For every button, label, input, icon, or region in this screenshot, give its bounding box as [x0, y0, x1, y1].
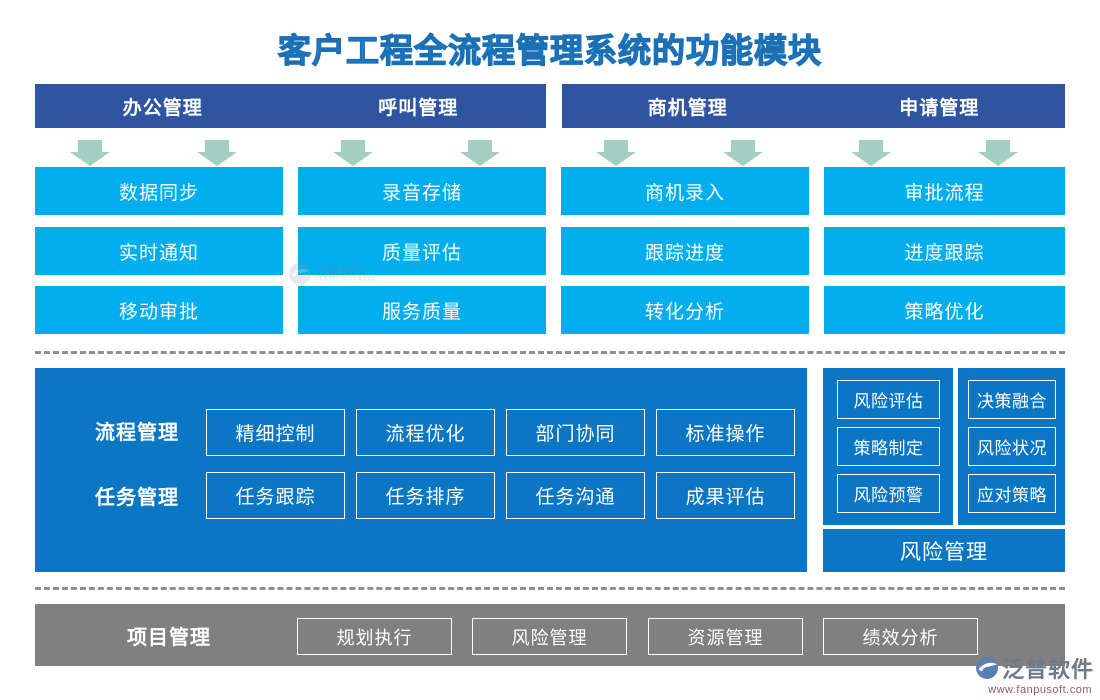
risk-subpanel-a: 风险评估 策略制定 风险预警	[823, 368, 953, 525]
row-label-process: 流程管理	[95, 422, 179, 444]
module-cell-call-2[interactable]: 质量评估	[298, 227, 546, 275]
module-cell-application-3[interactable]: 策略优化	[824, 286, 1065, 334]
risk-box-a3[interactable]: 风险预警	[837, 474, 940, 513]
risk-management-bar[interactable]: 风险管理	[823, 529, 1065, 572]
module-cell-office-2[interactable]: 实时通知	[35, 227, 283, 275]
down-arrow-icon-6	[723, 140, 763, 166]
down-arrow-icon-8	[978, 140, 1018, 166]
risk-subpanel-b: 决策融合 风险状况 应对策略	[958, 368, 1065, 525]
module-cell-call-3[interactable]: 服务质量	[298, 286, 546, 334]
project-box-2[interactable]: 风险管理	[472, 618, 627, 655]
bottom-label-project: 项目管理	[127, 626, 211, 649]
module-cell-application-2[interactable]: 进度跟踪	[824, 227, 1065, 275]
module-cell-application-1[interactable]: 审批流程	[824, 167, 1065, 215]
header-label-office: 办公管理	[122, 97, 203, 119]
process-box-2[interactable]: 流程优化	[356, 409, 495, 456]
down-arrow-icon-2	[197, 140, 237, 166]
group-header-bar-right: 商机管理 申请管理	[562, 84, 1065, 128]
header-label-call: 呼叫管理	[378, 97, 459, 119]
down-arrow-icon-7	[851, 140, 891, 166]
fanpu-swoosh-icon	[975, 657, 998, 679]
header-label-opportunity: 商机管理	[647, 97, 728, 119]
project-box-3[interactable]: 资源管理	[648, 618, 803, 655]
project-management-bar: 项目管理 规划执行 风险管理 资源管理 绩效分析	[35, 604, 1065, 666]
logo-url: www.fanpusoft.com	[988, 684, 1092, 696]
task-box-1[interactable]: 任务跟踪	[206, 472, 345, 519]
risk-box-b2[interactable]: 风险状况	[968, 427, 1056, 466]
row-label-task: 任务管理	[95, 487, 179, 509]
project-box-4[interactable]: 绩效分析	[823, 618, 978, 655]
watermark-sub: FANPU SOFTWARE	[316, 276, 377, 283]
divider-top	[35, 351, 1065, 354]
module-cell-opportunity-2[interactable]: 跟踪进度	[561, 227, 809, 275]
down-arrow-icon-3	[333, 140, 373, 166]
risk-box-a2[interactable]: 策略制定	[837, 427, 940, 466]
logo-name: 泛普软件	[1001, 657, 1094, 682]
process-box-4[interactable]: 标准操作	[656, 409, 795, 456]
module-cell-opportunity-1[interactable]: 商机录入	[561, 167, 809, 215]
process-task-panel: 流程管理 任务管理 精细控制 流程优化 部门协同 标准操作 任务跟踪 任务排序 …	[35, 368, 807, 572]
down-arrow-icon-1	[70, 140, 110, 166]
module-cell-office-3[interactable]: 移动审批	[35, 286, 283, 334]
header-label-application: 申请管理	[899, 97, 980, 119]
module-cell-office-1[interactable]: 数据同步	[35, 167, 283, 215]
project-box-1[interactable]: 规划执行	[297, 618, 452, 655]
module-cell-call-1[interactable]: 录音存储	[298, 167, 546, 215]
risk-box-b3[interactable]: 应对策略	[968, 474, 1056, 513]
process-box-1[interactable]: 精细控制	[206, 409, 345, 456]
risk-box-a1[interactable]: 风险评估	[837, 380, 940, 419]
task-box-4[interactable]: 成果评估	[656, 472, 795, 519]
down-arrow-icon-4	[460, 140, 500, 166]
module-cell-opportunity-3[interactable]: 转化分析	[561, 286, 809, 334]
divider-bottom	[35, 587, 1065, 590]
risk-box-b1[interactable]: 决策融合	[968, 380, 1056, 419]
page-title: 客户工程全流程管理系统的功能模块	[277, 31, 822, 69]
process-box-3[interactable]: 部门协同	[506, 409, 645, 456]
task-box-2[interactable]: 任务排序	[356, 472, 495, 519]
fanpu-logo: 泛普软件 www.fanpusoft.com	[975, 652, 1094, 696]
task-box-3[interactable]: 任务沟通	[506, 472, 645, 519]
down-arrow-icon-5	[596, 140, 636, 166]
group-header-bar-left: 办公管理 呼叫管理	[35, 84, 546, 128]
